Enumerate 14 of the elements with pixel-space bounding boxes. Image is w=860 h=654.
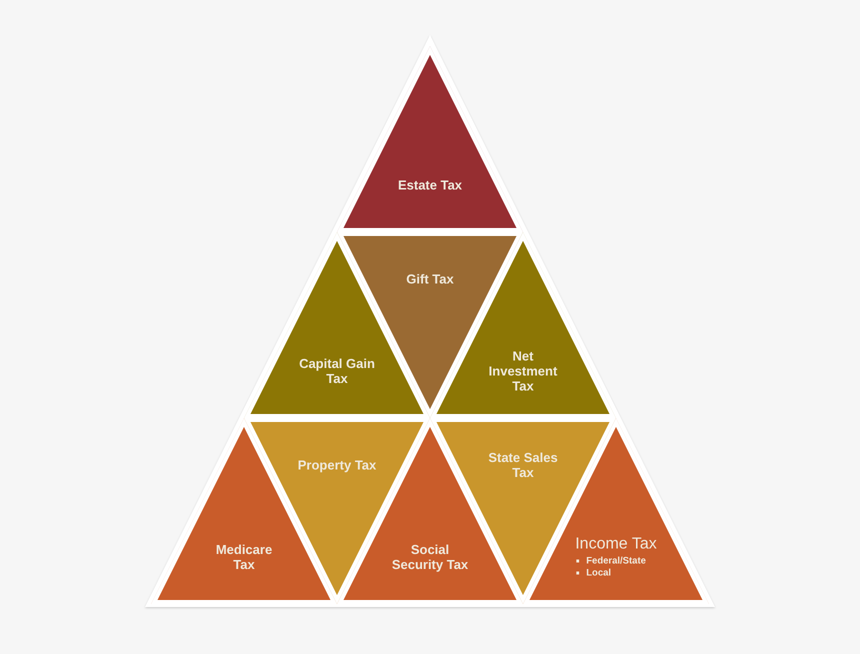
tile-label: Property Tax [298,457,376,472]
list-item: Federal/State [586,555,646,568]
tile-heading: Income Tax [575,534,657,554]
triangle-tile [244,232,430,418]
triangle-tile [337,46,523,232]
tile-label: Gift Tax [406,271,454,286]
list-item: Local [586,567,612,580]
tile-label: Medicare Tax [214,542,274,572]
tile-label: State Sales Tax [487,450,559,480]
tile-label: Net Investment Tax [488,348,558,394]
triangle-tile [430,232,616,418]
tile-label: Capital Gain Tax [298,356,376,386]
tile-label: Estate Tax [398,177,462,192]
tile-label: Social Security Tax [390,542,470,572]
